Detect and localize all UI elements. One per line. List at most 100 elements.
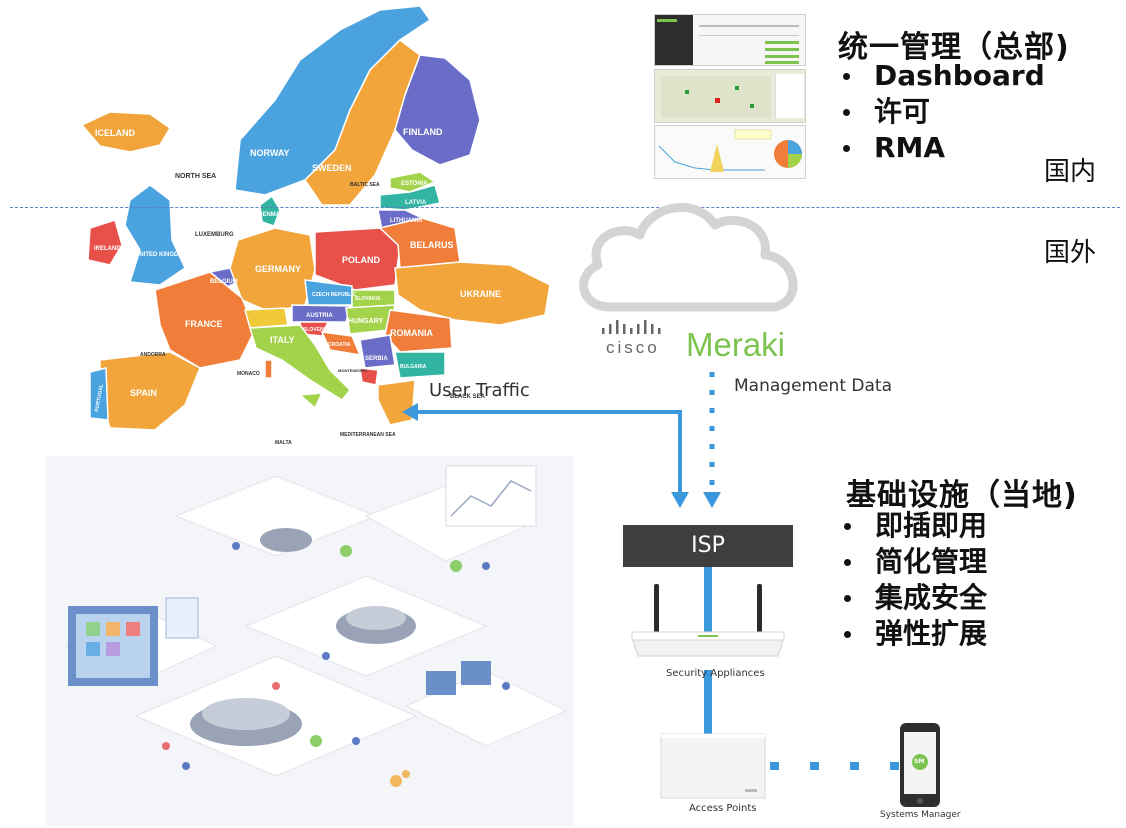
country-romania	[384, 309, 453, 353]
bullet-icon	[844, 522, 851, 530]
region-divider	[10, 207, 1120, 208]
map-sea-labels: NORTH SEA BALTIC SEA BLACK SEA MEDITERRA…	[175, 173, 486, 438]
local-item: 即插即用	[836, 508, 987, 544]
systems-manager-caption: Systems Manager	[880, 810, 961, 820]
label-ukraine: UKRAINE	[460, 289, 501, 299]
label-andorra: ANDORRA	[140, 352, 166, 358]
country-france	[154, 271, 256, 369]
cloud-icon	[579, 203, 798, 312]
label-italy: ITALY	[270, 335, 295, 345]
country-iceland	[80, 111, 171, 153]
country-ireland	[87, 219, 123, 266]
label-uk: UNITED KINGDOM	[135, 252, 188, 258]
label-ireland: IRELAND	[94, 246, 121, 252]
hq-title: 统一管理（总部)	[838, 30, 1070, 65]
country-denmark	[259, 194, 281, 227]
bullet-icon	[843, 72, 850, 80]
bullet-icon	[844, 630, 851, 638]
dashboard-screenshot-table	[654, 14, 806, 66]
hq-item: Dashboard	[835, 58, 1045, 94]
bullet-icon	[844, 594, 851, 602]
label-slovenia: SLOVENIA	[303, 327, 329, 333]
cisco-logo-icon	[602, 320, 661, 334]
label-malta: MALTA	[275, 440, 292, 446]
map-countries	[80, 5, 551, 431]
label-sweden: SWEDEN	[312, 163, 352, 173]
country-corsica	[264, 359, 273, 379]
label-denmark: DENMARK	[258, 212, 289, 218]
dashboard-screenshot-map	[654, 69, 806, 123]
country-latvia	[379, 184, 441, 211]
label-montenegro: MONTENEGRO	[338, 368, 367, 373]
management-arrow-icon	[703, 492, 721, 508]
country-switzerland	[244, 307, 289, 329]
user-traffic-label: User Traffic	[429, 380, 530, 401]
label-hungary: HUNGARY	[348, 318, 383, 325]
phone-icon	[900, 723, 940, 807]
region-overseas-label: 国外	[1044, 238, 1097, 268]
country-portugal	[89, 367, 109, 421]
label-baltic-sea: BALTIC SEA	[350, 182, 380, 188]
label-norway: NORWAY	[250, 148, 290, 158]
local-title: 基础设施（当地)	[846, 478, 1078, 513]
local-item: 弹性扩展	[836, 616, 987, 652]
country-ukraine	[394, 261, 551, 326]
label-slovakia: SLOVAKIA	[355, 296, 381, 302]
country-italy	[249, 324, 352, 401]
isp-box: ISP	[623, 525, 793, 567]
label-belgium: BELGIUM	[210, 279, 238, 285]
security-appliance-caption: Security Appliances	[666, 668, 765, 679]
country-uk	[124, 184, 186, 286]
local-item: 简化管理	[836, 544, 987, 580]
country-estonia	[389, 171, 437, 193]
country-serbia	[359, 334, 396, 369]
hq-list: Dashboard 许可 RMA	[835, 58, 1045, 166]
label-mediterranean-sea: MEDITERRANEAN SEA	[340, 432, 396, 438]
access-point-icon	[660, 733, 766, 799]
label-romania: ROMANIA	[390, 328, 433, 338]
access-points-caption: Access Points	[689, 803, 757, 814]
country-austria	[291, 304, 351, 323]
label-spain: SPAIN	[130, 388, 157, 398]
label-bulgaria: BULGARIA	[400, 364, 427, 370]
label-belarus: BELARUS	[410, 240, 454, 250]
country-montenegro	[359, 367, 379, 386]
cisco-wordmark: cisco	[606, 338, 660, 357]
meraki-wordmark: Meraki	[686, 326, 786, 363]
user-traffic-arrow-down-icon	[671, 492, 689, 508]
label-lithuania: LITHUANIA	[390, 218, 423, 224]
europe-map: ICELAND NORWAY SWEDEN FINLAND ESTONIA LA…	[60, 0, 570, 450]
label-black-sea: BLACK SEA	[450, 394, 486, 400]
hq-item: 许可	[835, 94, 1045, 130]
label-north-sea: NORTH SEA	[175, 173, 216, 180]
country-finland	[394, 54, 481, 166]
sm-badge: SM	[914, 758, 925, 765]
isometric-office-illustration	[46, 456, 574, 826]
bullet-icon	[844, 558, 851, 566]
bullet-icon	[843, 144, 850, 152]
hq-item: RMA	[835, 130, 1045, 166]
label-finland: FINLAND	[403, 127, 443, 137]
country-bulgaria	[394, 351, 446, 379]
label-monaco: MONACO	[237, 371, 260, 377]
label-luxemburg: LUXEMBURG	[195, 232, 234, 238]
map-labels: ICELAND NORWAY SWEDEN FINLAND ESTONIA LA…	[94, 127, 501, 446]
label-germany: GERMANY	[255, 264, 301, 274]
dashboard-screenshot-usage	[654, 125, 806, 179]
label-czech: CZECH REPUBLIC	[312, 292, 357, 298]
label-croatia: CROATIA	[328, 342, 351, 348]
bullet-icon	[843, 108, 850, 116]
label-austria: AUSTRIA	[306, 313, 333, 319]
label-latvia: LATVIA	[405, 200, 427, 206]
region-domestic-label: 国内	[1044, 157, 1097, 187]
label-estonia: ESTONIA	[401, 181, 428, 187]
management-data-label: Management Data	[734, 376, 892, 396]
local-list: 即插即用 简化管理 集成安全 弹性扩展	[836, 508, 987, 652]
label-serbia: SERBIA	[365, 356, 388, 362]
label-france: FRANCE	[185, 319, 223, 329]
label-poland: POLAND	[342, 255, 381, 265]
security-appliance-icon	[631, 584, 785, 657]
country-sicily	[298, 392, 324, 410]
local-item: 集成安全	[836, 580, 987, 616]
label-iceland: ICELAND	[95, 128, 135, 138]
